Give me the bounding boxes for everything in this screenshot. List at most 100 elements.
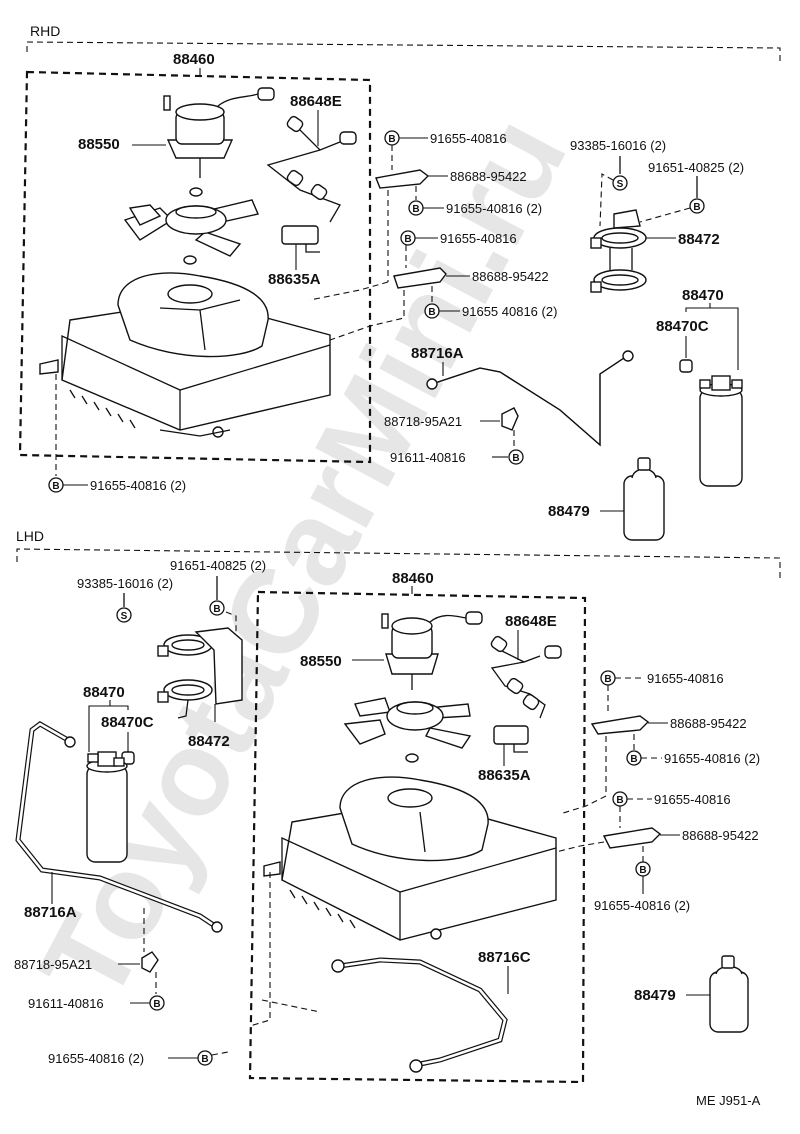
rhd-label-bolt-tube: 91611-40816 (390, 450, 466, 465)
rhd-section-title: RHD (30, 23, 60, 39)
lhd-bolt-tube[interactable]: B (149, 995, 165, 1011)
svg-text:B: B (153, 999, 160, 1010)
rhd-cover[interactable] (623, 457, 665, 541)
lhd-bolt-bottom-1[interactable]: B (626, 750, 642, 766)
svg-text:B: B (388, 134, 395, 145)
lhd-label-bracket-1: 88688-95422 (670, 716, 747, 731)
lhd-assembly-box (248, 590, 587, 1084)
lhd-clamp[interactable] (157, 627, 243, 719)
svg-text:B: B (639, 865, 646, 876)
rhd-label-bolt-condenser: 91655-40816 (2) (90, 478, 186, 493)
rhd-section: RHD 88460 88550 (18, 23, 781, 541)
lhd-cover[interactable] (709, 955, 749, 1033)
rhd-label-bracket-1: 88688-95422 (450, 169, 527, 184)
lhd-label-bolt-bottom-2: 91655-40816 (2) (594, 898, 690, 913)
lhd-bolt-condenser[interactable]: B (197, 1050, 213, 1066)
lhd-tube-a[interactable] (15, 721, 223, 933)
lhd-clamp-small[interactable] (141, 951, 159, 973)
lhd-label-tube-a: 88716A (24, 904, 77, 921)
rhd-tube[interactable] (426, 350, 634, 447)
rhd-bolt-top-1[interactable]: B (384, 130, 400, 146)
rhd-bolt-bottom-1[interactable]: B (408, 200, 424, 216)
svg-text:B: B (630, 754, 637, 765)
lhd-label-bolt-clamp: 91651-40825 (2) (170, 558, 266, 573)
lhd-tube-c[interactable] (331, 957, 508, 1073)
rhd-assembly-box (18, 70, 372, 464)
rhd-label-bolt-top-1: 91655-40816 (430, 131, 507, 146)
rhd-label-bracket-2: 88688-95422 (472, 269, 549, 284)
rhd-condenser[interactable] (39, 272, 331, 438)
rhd-relay[interactable] (281, 225, 320, 253)
lhd-bracket-2[interactable] (602, 827, 662, 849)
rhd-wire-harness[interactable] (266, 115, 357, 223)
rhd-label-bolt-bottom-2: 91655 40816 (2) (462, 304, 557, 319)
lhd-wire-harness[interactable] (490, 635, 562, 719)
lhd-bolt-top-1[interactable]: B (600, 670, 616, 686)
svg-text:B: B (412, 204, 419, 215)
rhd-label-tube: 88716A (411, 345, 464, 362)
rhd-bolt-top-2[interactable]: B (400, 230, 416, 246)
rhd-bolt-tube[interactable]: B (508, 449, 524, 465)
lhd-label-receiver: 88470 (83, 684, 125, 701)
rhd-label-bolt-top-2: 91655-40816 (440, 231, 517, 246)
lhd-label-bolt-tube: 91611-40816 (28, 996, 104, 1011)
lhd-relay[interactable] (493, 725, 529, 753)
rhd-assembly-label: 88460 (173, 51, 215, 68)
svg-text:B: B (201, 1054, 208, 1065)
rhd-label-clamp-small: 88718-95A21 (384, 414, 462, 429)
lhd-fan-motor[interactable] (381, 611, 483, 690)
rhd-receiver-fitting[interactable] (679, 359, 693, 373)
rhd-label-receiver: 88470 (682, 287, 724, 304)
rhd-bracket-2[interactable] (393, 267, 447, 289)
rhd-label-screw: 93385-16016 (2) (570, 138, 666, 153)
rhd-label-wire: 88648E (290, 93, 342, 110)
lhd-label-clamp: 88472 (188, 733, 230, 750)
lhd-fan-blade[interactable] (343, 697, 472, 763)
lhd-label-tube-c: 88716C (478, 949, 531, 966)
lhd-label-relay: 88635A (478, 767, 531, 784)
lhd-screw[interactable]: S (116, 607, 132, 623)
lhd-receiver-drier[interactable] (86, 751, 128, 863)
lhd-section-frame (16, 548, 781, 578)
diagram-code: ME J951-A (696, 1093, 761, 1108)
rhd-bolt-clamp[interactable]: B (689, 198, 705, 214)
rhd-fan-blade[interactable] (123, 199, 259, 265)
lhd-bracket-1[interactable] (590, 715, 650, 735)
lhd-label-bolt-bottom-1: 91655-40816 (2) (664, 751, 760, 766)
rhd-label-fan-motor: 88550 (78, 136, 120, 153)
lhd-bolt-bottom-2[interactable]: B (635, 861, 651, 877)
svg-text:B: B (404, 234, 411, 245)
lhd-label-wire: 88648E (505, 613, 557, 630)
rhd-label-relay: 88635A (268, 271, 321, 288)
lhd-bolt-top-2[interactable]: B (612, 791, 628, 807)
lhd-label-cover: 88479 (634, 987, 676, 1004)
rhd-receiver-drier[interactable] (699, 375, 743, 487)
rhd-bolt-condenser[interactable]: B (48, 477, 64, 493)
rhd-label-bolt-clamp: 91651-40825 (2) (648, 160, 744, 175)
lhd-label-screw: 93385-16016 (2) (77, 576, 173, 591)
rhd-section-frame (26, 41, 781, 62)
lhd-bolt-clamp[interactable]: B (209, 600, 225, 616)
svg-text:S: S (617, 179, 624, 190)
lhd-label-bracket-2: 88688-95422 (682, 828, 759, 843)
svg-text:S: S (121, 611, 128, 622)
rhd-clamp[interactable] (590, 209, 647, 293)
svg-text:B: B (604, 674, 611, 685)
lhd-label-bolt-top-2: 91655-40816 (654, 792, 731, 807)
rhd-bolt-bottom-2[interactable]: B (424, 303, 440, 319)
lhd-assembly-label: 88460 (392, 570, 434, 587)
lhd-label-fan-motor: 88550 (300, 653, 342, 670)
rhd-bracket-1[interactable] (375, 169, 430, 189)
lhd-condenser[interactable] (263, 776, 557, 941)
rhd-label-bolt-bottom-1: 91655-40816 (2) (446, 201, 542, 216)
rhd-label-clamp: 88472 (678, 231, 720, 248)
svg-text:B: B (213, 604, 220, 615)
lhd-section-title: LHD (16, 528, 44, 544)
rhd-screw[interactable]: S (612, 175, 628, 191)
svg-text:B: B (52, 481, 59, 492)
rhd-clamp-small[interactable] (501, 407, 519, 431)
rhd-label-cover: 88479 (548, 503, 590, 520)
rhd-label-receiver-sub: 88470C (656, 318, 709, 335)
rhd-fan-motor[interactable] (163, 87, 275, 197)
